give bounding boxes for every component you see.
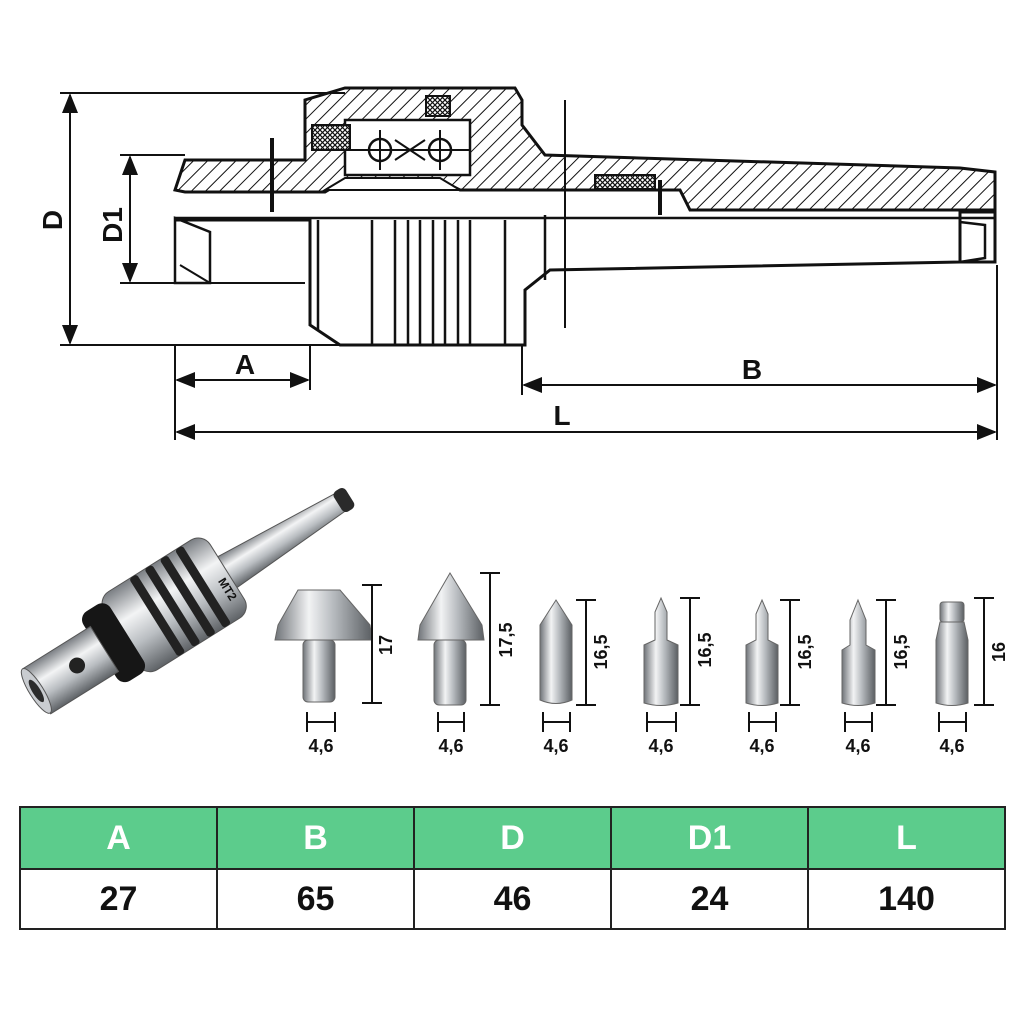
tip-4-height: 16,5 bbox=[695, 632, 715, 667]
spec-value-A: 27 bbox=[19, 868, 218, 930]
tip-7-width: 4,6 bbox=[939, 736, 964, 756]
spec-value-L: 140 bbox=[807, 868, 1006, 930]
tip-5-width: 4,6 bbox=[749, 736, 774, 756]
technical-drawing: D D1 A B L bbox=[37, 86, 998, 440]
live-center-product: MT2 bbox=[20, 487, 355, 715]
spec-header-D: D bbox=[413, 806, 612, 870]
tip-2-height: 17,5 bbox=[496, 622, 516, 657]
tip-4-width: 4,6 bbox=[648, 736, 673, 756]
tip-2 bbox=[417, 572, 485, 706]
tip-1-width: 4,6 bbox=[308, 736, 333, 756]
tip-3-width: 4,6 bbox=[543, 736, 568, 756]
spec-header-B: B bbox=[216, 806, 415, 870]
tip-6-height: 16,5 bbox=[891, 634, 911, 669]
dim-label-L: L bbox=[553, 400, 570, 431]
spec-header-D1: D1 bbox=[610, 806, 809, 870]
tip-1 bbox=[274, 589, 373, 703]
tip-5-height: 16,5 bbox=[795, 634, 815, 669]
spec-value-D: 46 bbox=[413, 868, 612, 930]
spec-table: A B D D1 L 27 65 46 24 140 bbox=[19, 806, 1006, 930]
tip-3-height: 16,5 bbox=[591, 634, 611, 669]
tip-2-width: 4,6 bbox=[438, 736, 463, 756]
tip-4 bbox=[643, 596, 679, 706]
tip-5 bbox=[745, 598, 779, 706]
dim-label-A: A bbox=[235, 349, 255, 380]
tip-7 bbox=[935, 601, 969, 706]
housing-section bbox=[173, 86, 997, 212]
bearing-seal-left bbox=[311, 124, 351, 151]
spec-value-B: 65 bbox=[216, 868, 415, 930]
dim-label-B: B bbox=[742, 354, 762, 385]
spec-header-A: A bbox=[19, 806, 218, 870]
product-and-tips: MT2 bbox=[20, 487, 1009, 756]
spec-value-D1: 24 bbox=[610, 868, 809, 930]
tip-3 bbox=[539, 599, 573, 704]
spec-value-row: 27 65 46 24 140 bbox=[19, 868, 1006, 930]
spec-header-L: L bbox=[807, 806, 1006, 870]
tip-6 bbox=[841, 598, 876, 706]
dim-label-D1: D1 bbox=[97, 207, 128, 243]
dim-label-D: D bbox=[37, 210, 68, 230]
tip-1-height: 17 bbox=[376, 635, 396, 655]
bearing-seal-right bbox=[594, 174, 656, 190]
body-outline bbox=[175, 210, 997, 347]
tip-6-width: 4,6 bbox=[845, 736, 870, 756]
bearing-seal-top bbox=[425, 95, 451, 117]
spec-header-row: A B D D1 L bbox=[19, 806, 1006, 870]
tip-7-height: 16 bbox=[989, 642, 1009, 662]
